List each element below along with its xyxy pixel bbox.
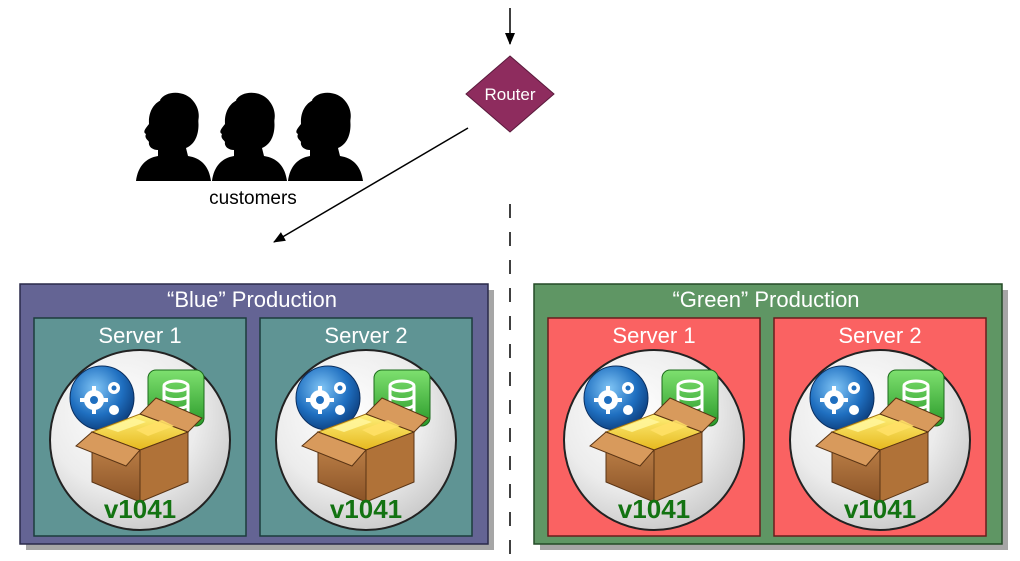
person-silhouette-icon	[288, 92, 363, 181]
blue-title: “Blue” Production	[167, 287, 337, 312]
customers-label: customers	[209, 188, 297, 209]
version-label: v1041	[618, 494, 690, 524]
green-server-1: Server 1 v1041	[547, 317, 761, 537]
person-silhouette-icon	[212, 92, 287, 181]
version-label: v1041	[844, 494, 916, 524]
server-name: Server 1	[612, 323, 695, 348]
server-name: Server 2	[324, 323, 407, 348]
person-silhouette-icon	[136, 92, 211, 181]
version-label: v1041	[330, 494, 402, 524]
server-name: Server 2	[838, 323, 921, 348]
router-node: Router	[465, 55, 555, 133]
router-to-blue-arrow	[273, 127, 469, 243]
green-environment: “Green” Production Server 1 v1041 Server…	[533, 283, 1008, 550]
server-name: Server 1	[98, 323, 181, 348]
router-diamond	[465, 55, 555, 133]
green-title: “Green” Production	[672, 287, 859, 312]
router-label: Router	[484, 85, 535, 104]
blue-environment: “Blue” Production Server 1 v1041 Server …	[19, 283, 494, 550]
blue-server-1: Server 1 v1041	[33, 317, 247, 537]
customers-group: customers	[136, 92, 363, 209]
version-label: v1041	[104, 494, 176, 524]
green-server-2: Server 2 v1041	[773, 317, 987, 537]
blue-server-2: Server 2 v1041	[259, 317, 473, 537]
